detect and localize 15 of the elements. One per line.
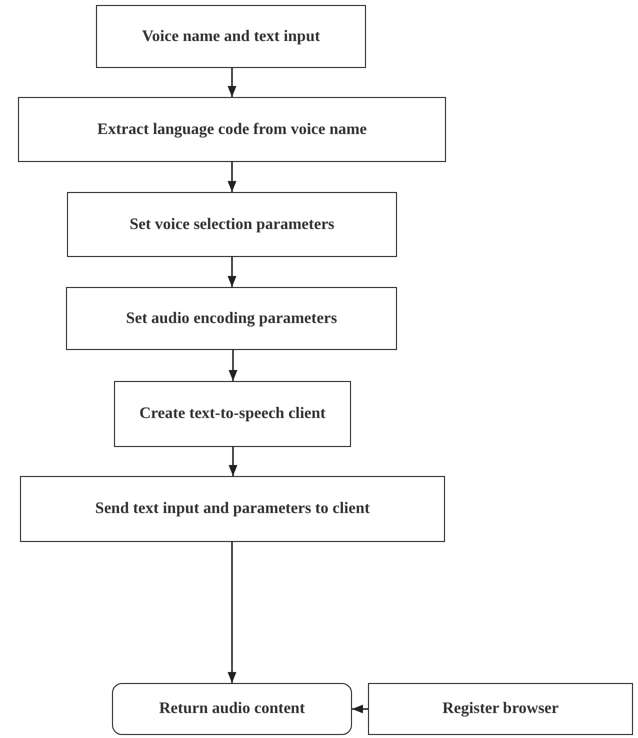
arrow xyxy=(228,447,238,476)
arrow xyxy=(228,68,236,97)
process-box: Register browser xyxy=(368,683,633,735)
process-box: Extract language code from voice name xyxy=(18,97,446,162)
process-box: Set voice selection parameters xyxy=(67,192,397,257)
arrow xyxy=(228,257,236,287)
process-box: Set audio encoding parameters xyxy=(66,287,397,350)
arrow xyxy=(228,350,238,381)
process-box: Send text input and parameters to client xyxy=(20,476,445,542)
process-box: Voice name and text input xyxy=(96,5,366,68)
process-box: Create text-to-speech client xyxy=(114,381,351,447)
arrow xyxy=(352,704,368,714)
process-box: Return audio content xyxy=(112,683,352,735)
arrow xyxy=(228,162,236,192)
arrow xyxy=(228,542,236,683)
